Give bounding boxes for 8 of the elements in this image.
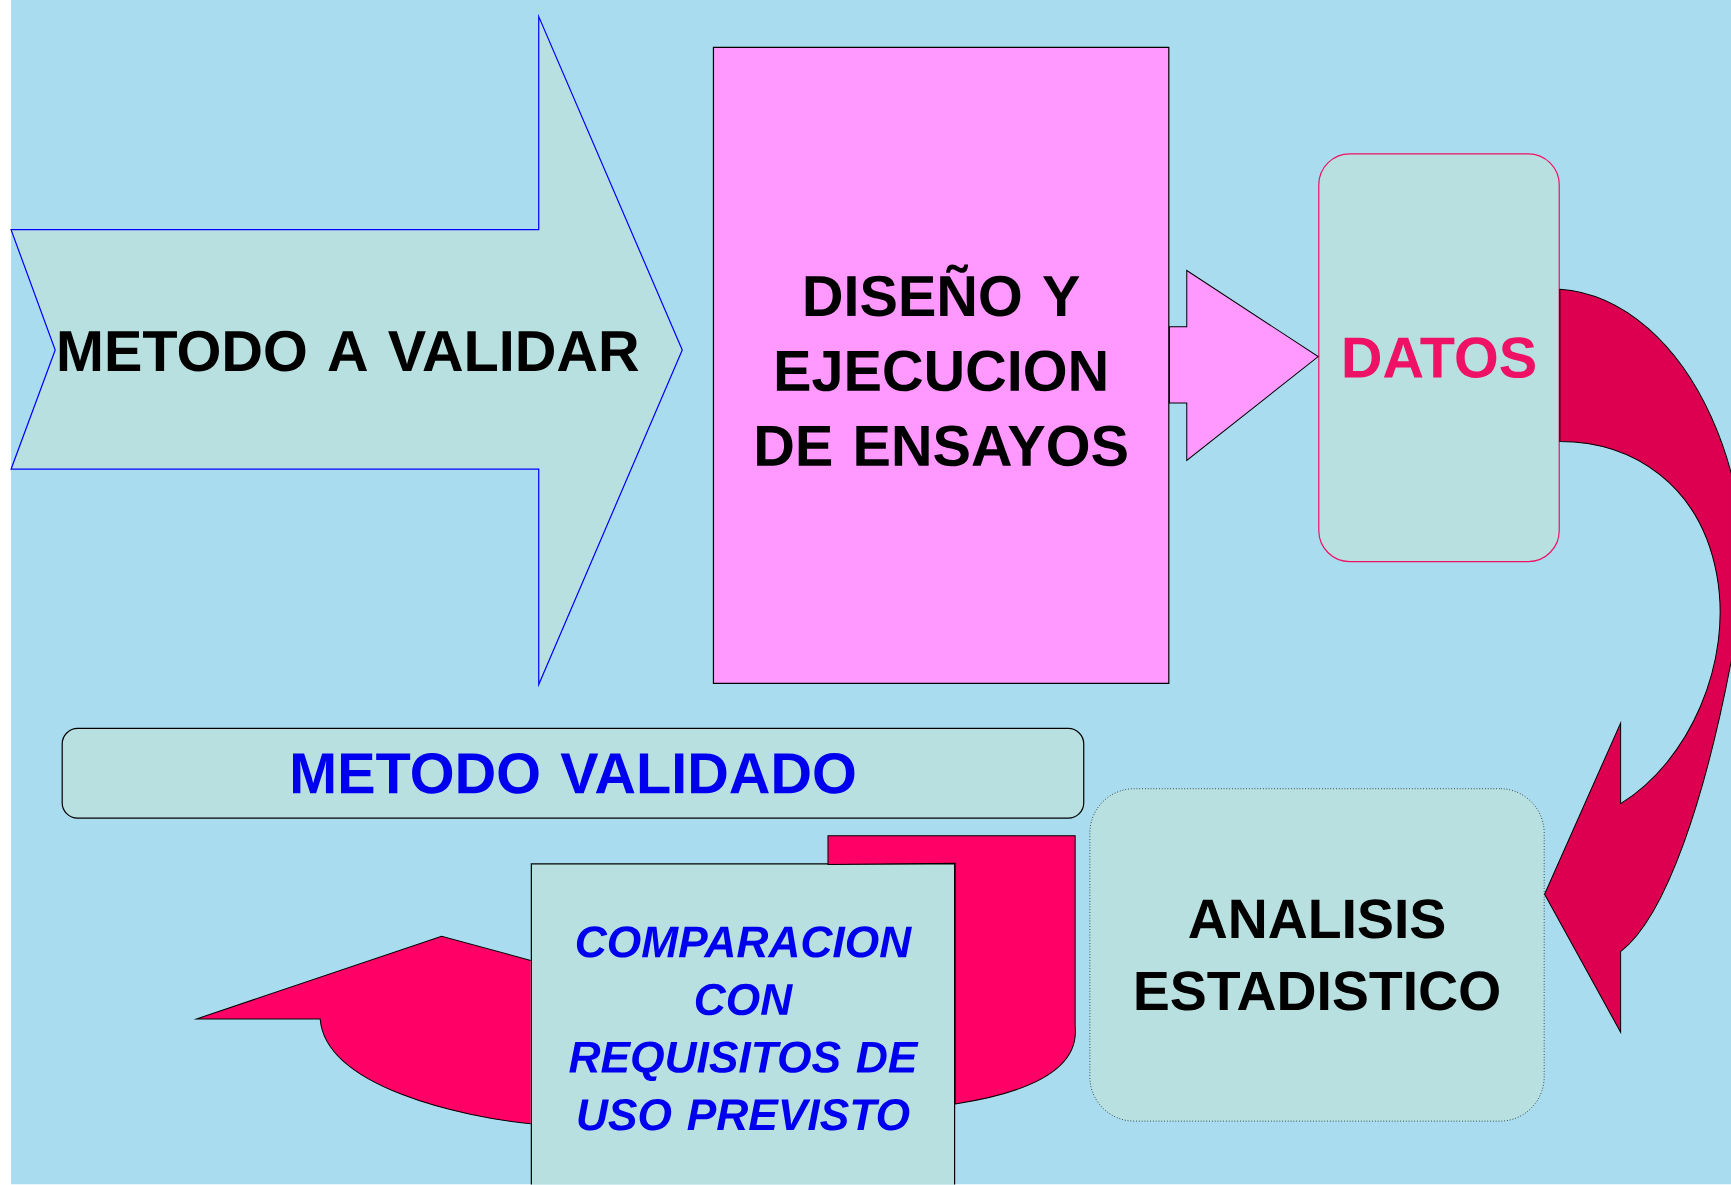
block-arrow [827, 835, 1076, 1105]
process-box: DISEÑO Y EJECUCION DE ENSAYOS [712, 47, 1170, 685]
block-arrow [1544, 288, 1731, 1033]
block-arrow [1168, 270, 1319, 462]
comparison-box: COMPARACION CON REQUISITOS DE USO PREVISTO [530, 863, 956, 1185]
analysis-box: ANALISIS ESTADISTICO [1089, 788, 1545, 1122]
result-box: METODO VALIDADO [61, 728, 1085, 820]
data-box: DATOS [1318, 153, 1560, 563]
